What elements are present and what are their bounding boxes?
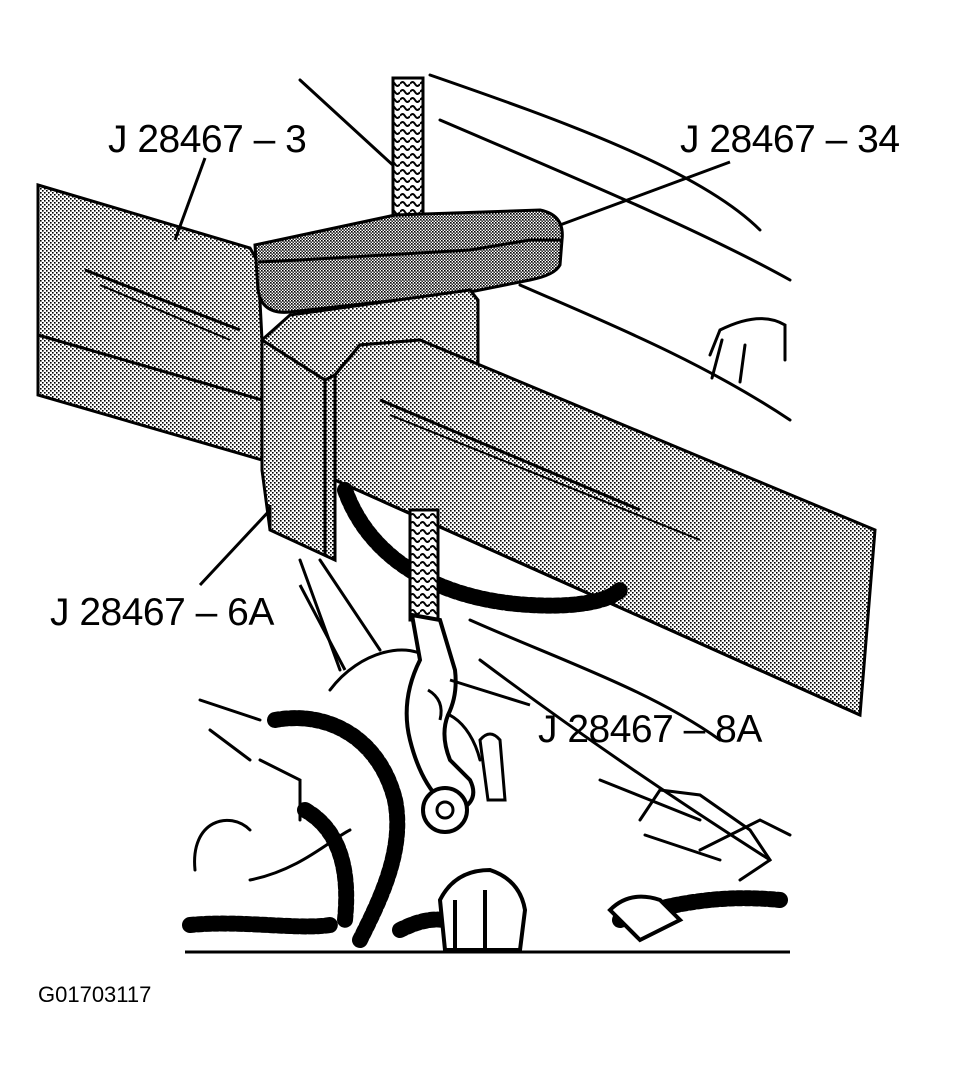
lower-component: [437, 867, 684, 952]
crossbar-j28467-34: [253, 208, 564, 314]
callout-j28467-8a: J 28467 – 8A: [538, 708, 762, 751]
frame-rail-left: [36, 182, 264, 462]
callout-j28467-6a: J 28467 – 6A: [50, 591, 274, 634]
leader-lines: [173, 157, 731, 707]
wire-harness: [182, 482, 788, 948]
figure-id: G01703117: [38, 982, 152, 1007]
callout-j28467-3: J 28467 – 3: [108, 118, 307, 161]
hook-j28467-8a: [404, 508, 507, 834]
callout-j28467-34: J 28467 – 34: [680, 118, 900, 161]
